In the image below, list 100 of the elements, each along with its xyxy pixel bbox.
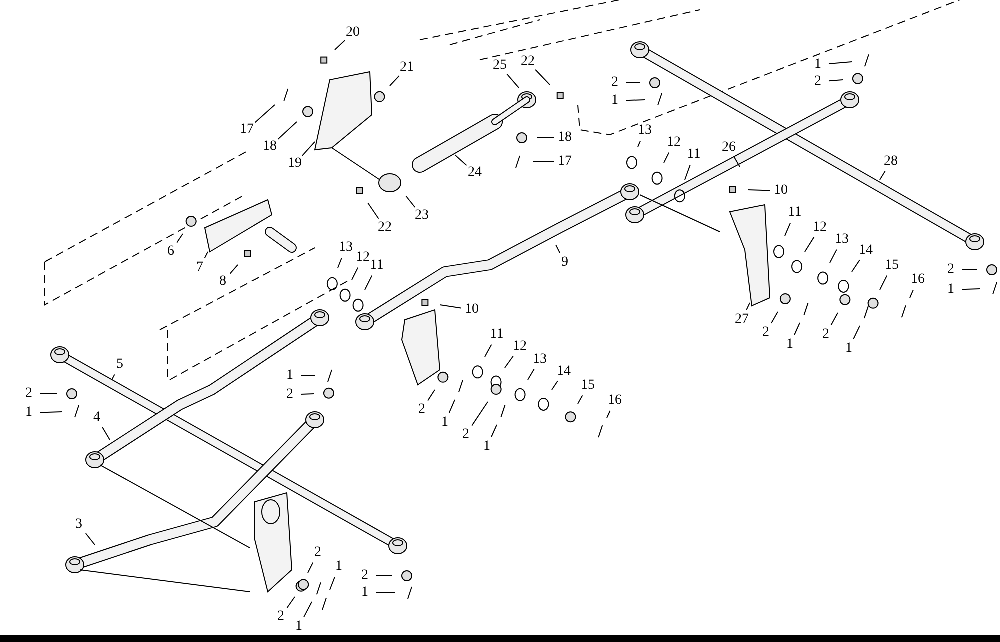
callout-number: 13 <box>638 124 652 138</box>
leader-line <box>626 100 646 102</box>
leader-line <box>352 267 359 280</box>
leader-line <box>578 395 584 404</box>
leader-line <box>376 592 396 594</box>
leader-line <box>528 368 535 380</box>
callout-number: 13 <box>339 241 353 255</box>
callout-number: 2 <box>286 388 294 402</box>
callout-number: 8 <box>220 275 226 289</box>
callout-number: 2 <box>612 76 618 90</box>
leader-line <box>491 424 498 438</box>
callout-number: 1 <box>814 58 822 72</box>
callout-number: 1 <box>336 560 342 574</box>
leader-line <box>852 260 860 272</box>
leader-line <box>85 533 96 546</box>
leader-line <box>440 304 462 309</box>
callout-number: 26 <box>722 141 736 155</box>
leader-line <box>364 275 373 290</box>
callout-number: 11 <box>490 328 504 342</box>
callout-number: 11 <box>687 148 701 162</box>
leader-line <box>962 288 980 290</box>
callout-number: 2 <box>314 546 322 560</box>
leader-line <box>338 258 342 268</box>
callout-number: 28 <box>884 155 898 169</box>
callout-number: 1 <box>362 586 368 600</box>
callout-number: 27 <box>735 313 749 327</box>
callout-number: 13 <box>835 233 849 247</box>
callout-number: 15 <box>581 379 595 393</box>
leader-line <box>334 40 346 50</box>
callout-number: 1 <box>948 283 954 297</box>
callout-number: 10 <box>465 303 479 317</box>
leader-line <box>830 249 838 264</box>
leader-line <box>300 394 314 395</box>
callout-number: 16 <box>608 394 622 408</box>
leader-line <box>638 140 642 148</box>
callout-number: 2 <box>822 328 830 342</box>
callout-number: 2 <box>762 326 770 340</box>
callout-number: 12 <box>813 221 827 235</box>
callout-number: 15 <box>885 259 899 273</box>
callout-number: 2 <box>814 75 822 89</box>
leader-line <box>784 222 792 236</box>
callout-number: 6 <box>168 245 174 259</box>
leader-line <box>828 62 852 64</box>
leader-line <box>230 264 238 274</box>
leader-line <box>830 312 838 326</box>
callout-number: 2 <box>418 403 426 417</box>
callout-number: 2 <box>278 610 284 624</box>
callout-number: 1 <box>296 620 302 634</box>
leader-line <box>746 302 750 310</box>
leader-line <box>428 390 436 402</box>
callout-number: 24 <box>468 166 482 180</box>
callout-number: 21 <box>400 61 414 75</box>
callout-number: 1 <box>786 338 794 352</box>
leader-line <box>684 164 691 180</box>
leader-line <box>454 154 468 166</box>
callout-number: 11 <box>788 206 802 220</box>
leader-line <box>112 374 116 380</box>
leader-line <box>40 412 62 414</box>
leader-line <box>794 322 800 336</box>
callout-number: 1 <box>286 369 294 383</box>
leader-line <box>804 236 815 252</box>
callout-number: 22 <box>521 55 535 69</box>
leader-line <box>278 122 298 140</box>
callout-number: 2 <box>26 387 32 401</box>
leader-line <box>102 427 110 440</box>
callout-number: 1 <box>612 94 618 108</box>
callout-number: 22 <box>378 221 392 235</box>
callout-number: 13 <box>533 353 547 367</box>
callout-number: 25 <box>493 59 507 73</box>
callout-number: 12 <box>356 251 370 265</box>
leader-line <box>506 74 520 88</box>
leader-line <box>472 402 488 426</box>
callout-number: 12 <box>513 340 527 354</box>
leader-line <box>330 576 336 590</box>
callout-number: 23 <box>415 209 429 223</box>
callout-number: 4 <box>94 411 100 425</box>
leader-line <box>552 380 558 390</box>
callout-number: 17 <box>240 123 254 137</box>
leader-line <box>448 400 456 414</box>
leader-line <box>828 80 844 82</box>
leader-line <box>748 190 770 192</box>
leader-line <box>484 344 492 358</box>
leader-line <box>176 234 184 244</box>
callout-number: 10 <box>774 184 788 198</box>
leader-line <box>664 152 670 164</box>
leader-line <box>910 290 914 298</box>
leader-line <box>853 326 860 340</box>
callout-number: 18 <box>263 140 277 154</box>
callout-number: 14 <box>557 365 571 379</box>
callout-number: 2 <box>362 569 368 583</box>
callout-number: 14 <box>859 244 873 258</box>
leader-line <box>606 410 611 418</box>
callout-number: 3 <box>76 518 82 532</box>
callout-number: 2 <box>462 428 470 442</box>
callout-number: 7 <box>196 261 204 275</box>
leader-line <box>734 157 740 168</box>
leader-line <box>302 142 316 156</box>
leader-line <box>286 596 296 608</box>
callout-number: 19 <box>288 157 302 171</box>
callout-number: 1 <box>26 406 32 420</box>
